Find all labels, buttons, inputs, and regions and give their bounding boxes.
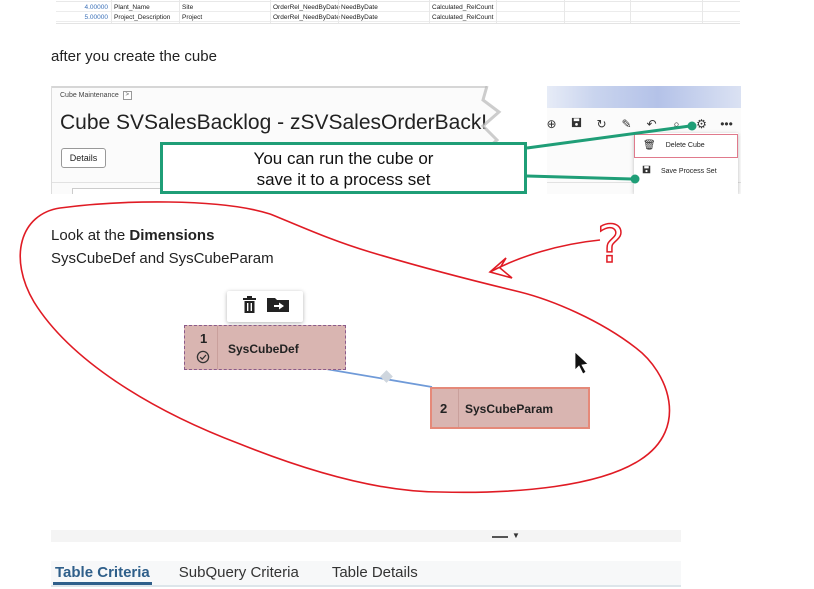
dimensions-list: SysCubeDef and SysCubeParam	[51, 250, 274, 267]
dimensions-bold: Dimensions	[129, 227, 215, 244]
delete-cube-menu-item[interactable]: 🗑 Delete Cube	[634, 134, 738, 158]
diagram-node-syscubedef[interactable]: 1 SysCubeDef	[184, 325, 346, 370]
cell-table: Project	[182, 14, 203, 21]
table-row-partial	[56, 0, 740, 2]
cell-calculated: Calculated_RelCount	[432, 14, 494, 21]
undo-icon[interactable]: ↶	[646, 117, 657, 131]
cell-relation: OrderRel_NeedByDate	[273, 14, 340, 21]
tab-subquery-criteria[interactable]: SubQuery Criteria	[178, 564, 299, 581]
save-process-set-label: Save Process Set	[661, 168, 717, 175]
more-icon[interactable]: •••	[720, 117, 733, 131]
question-mark-annotation: ?	[597, 215, 625, 275]
cell-seq: 5.00000	[84, 14, 109, 21]
column-divider	[496, 0, 497, 23]
callout-box: You can run the cube or save it to a pro…	[160, 142, 527, 194]
cell-field: Plant_Name	[114, 4, 150, 11]
breadcrumb-expand-button[interactable]: >	[122, 91, 132, 100]
red-annotation-arrow	[489, 239, 601, 273]
save-process-set-menu-item[interactable]: Save Process Set	[634, 160, 738, 184]
save-icon[interactable]	[567, 115, 586, 134]
search-icon[interactable]: ⌕	[673, 117, 680, 131]
gear-icon[interactable]: ⚙	[696, 117, 707, 131]
tab-table-details[interactable]: Table Details	[331, 564, 418, 581]
column-divider	[630, 0, 631, 23]
cube-toolbar: ⊕ ↻ ✎ ↶ ⌕ ⚙ •••	[542, 115, 736, 134]
node-separator	[217, 326, 218, 369]
details-button[interactable]: Details	[61, 148, 106, 168]
panel-resize-handle[interactable]: ▼	[51, 530, 681, 542]
node-number: 1	[200, 331, 208, 346]
chevron-down-icon: ▼	[512, 531, 520, 540]
breadcrumb-label[interactable]: Cube Maintenance	[60, 92, 119, 99]
panel-top-border	[52, 86, 741, 88]
breadcrumb: Cube Maintenance >	[60, 91, 132, 100]
column-divider	[429, 0, 430, 23]
mouse-cursor-icon	[574, 351, 589, 375]
trash-icon: 🗑	[643, 140, 656, 151]
column-divider	[111, 0, 112, 23]
callout-line-2: save it to a process set	[256, 170, 431, 189]
table-row[interactable]: 4.00000 Plant_Name Site OrderRel_NeedByD…	[56, 3, 740, 12]
column-divider	[338, 0, 339, 23]
node-number: 2	[440, 401, 448, 416]
cell-column: NeedByDate	[341, 4, 378, 11]
dimensions-note: Look at the Dimensions SysCubeDef and Sy…	[51, 224, 274, 270]
tab-table-criteria[interactable]: Table Criteria	[53, 561, 152, 585]
delete-cube-label: Delete Cube	[665, 142, 705, 149]
cell-table: Site	[182, 4, 194, 11]
delete-node-icon[interactable]	[242, 295, 257, 318]
table-row[interactable]: 5.00000 Project_Description Project Orde…	[56, 13, 740, 22]
column-divider	[270, 0, 271, 23]
top-table: 4.00000 Plant_Name Site OrderRel_NeedByD…	[56, 0, 740, 24]
dimensions-prefix: Look at the	[51, 227, 130, 244]
cell-seq: 4.00000	[84, 4, 109, 11]
column-divider	[702, 0, 703, 23]
relationship-diamond	[380, 370, 393, 383]
save-icon	[642, 160, 651, 184]
blurred-header	[532, 86, 741, 108]
cell-relation: OrderRel_NeedByDate	[273, 4, 340, 11]
page-title: Cube SVSalesBacklog - zSVSalesOrderBackL…	[60, 111, 517, 134]
callout-line-1: You can run the cube or	[253, 149, 434, 168]
red-annotation-arrowhead	[488, 257, 513, 279]
add-icon[interactable]: ⊕	[546, 117, 557, 131]
caption-after-create: after you create the cube	[51, 48, 217, 65]
column-divider	[179, 0, 180, 23]
drag-handle-icon	[492, 536, 508, 538]
column-divider	[564, 0, 565, 23]
move-to-folder-icon[interactable]	[266, 296, 289, 317]
node-label: SysCubeParam	[465, 402, 554, 416]
relationship-line	[319, 367, 433, 388]
actions-menu: 🗑 Delete Cube Save Process Set	[634, 133, 738, 194]
check-circle-icon	[196, 350, 210, 367]
cell-calculated: Calculated_RelCount	[432, 4, 494, 11]
brush-icon[interactable]: ✎	[621, 117, 632, 131]
node-separator	[458, 389, 459, 427]
cell-column: NeedByDate	[341, 14, 378, 21]
criteria-tabs: Table Criteria SubQuery Criteria Table D…	[51, 561, 681, 587]
cell-field: Project_Description	[114, 14, 171, 21]
refresh-icon[interactable]: ↻	[596, 117, 607, 131]
node-toolbar	[227, 291, 303, 322]
diagram-node-syscubeparam[interactable]: 2 SysCubeParam	[430, 387, 590, 429]
node-label: SysCubeDef	[228, 342, 299, 356]
